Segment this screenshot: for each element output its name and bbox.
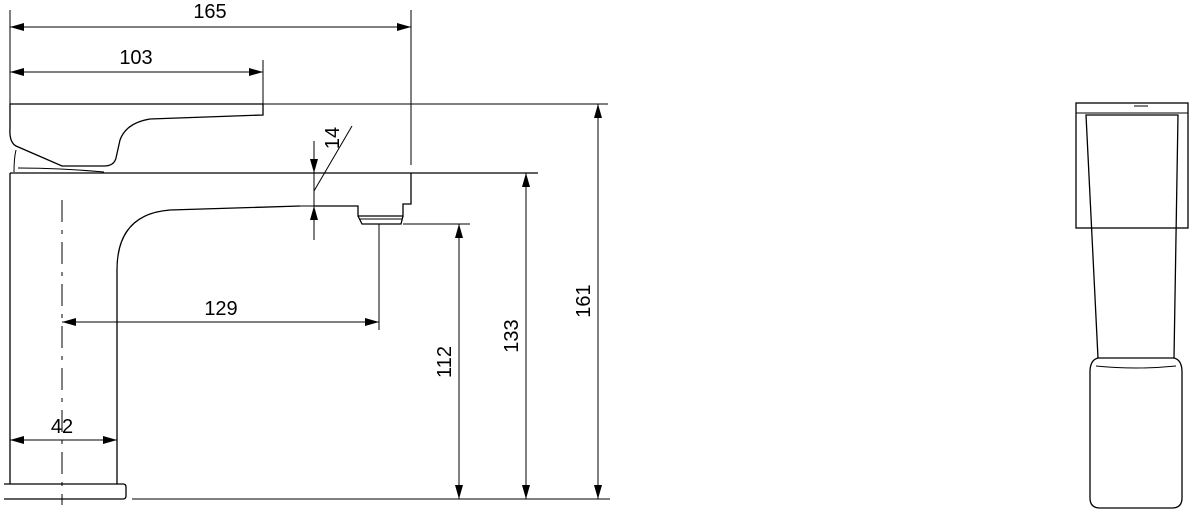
dimension-label-42: 42	[51, 416, 73, 438]
front-body-curve	[1095, 365, 1177, 369]
dimension-133: 133	[501, 173, 530, 499]
front-handle-block	[1075, 102, 1189, 229]
lever-handle	[9, 103, 264, 167]
handle-base-curve	[17, 167, 105, 173]
front-lever-face	[1085, 114, 1179, 359]
faucet-front-view	[1075, 102, 1189, 509]
dimension-161: 161	[263, 103, 608, 499]
faucet-side-view	[4, 103, 610, 505]
dimension-label-129: 129	[204, 298, 237, 320]
dimension-129: 129	[62, 224, 380, 330]
dimension-label-165: 165	[193, 1, 226, 23]
handle-joint	[13, 149, 17, 173]
dimension-label-112: 112	[434, 346, 456, 378]
dimension-label-161: 161	[573, 284, 595, 317]
dimension-165: 165	[9, 1, 412, 165]
base-plate	[4, 483, 127, 500]
aerator	[357, 215, 404, 225]
dimension-label-133: 133	[501, 319, 523, 352]
dimension-label-103: 103	[119, 47, 152, 69]
front-body	[1089, 357, 1183, 509]
dimension-14: 14	[300, 125, 353, 240]
dimension-103: 103	[10, 47, 264, 104]
dimension-label-14: 14	[322, 127, 344, 149]
dimension-112: 112	[403, 223, 470, 499]
dimension-42: 42	[10, 416, 117, 444]
